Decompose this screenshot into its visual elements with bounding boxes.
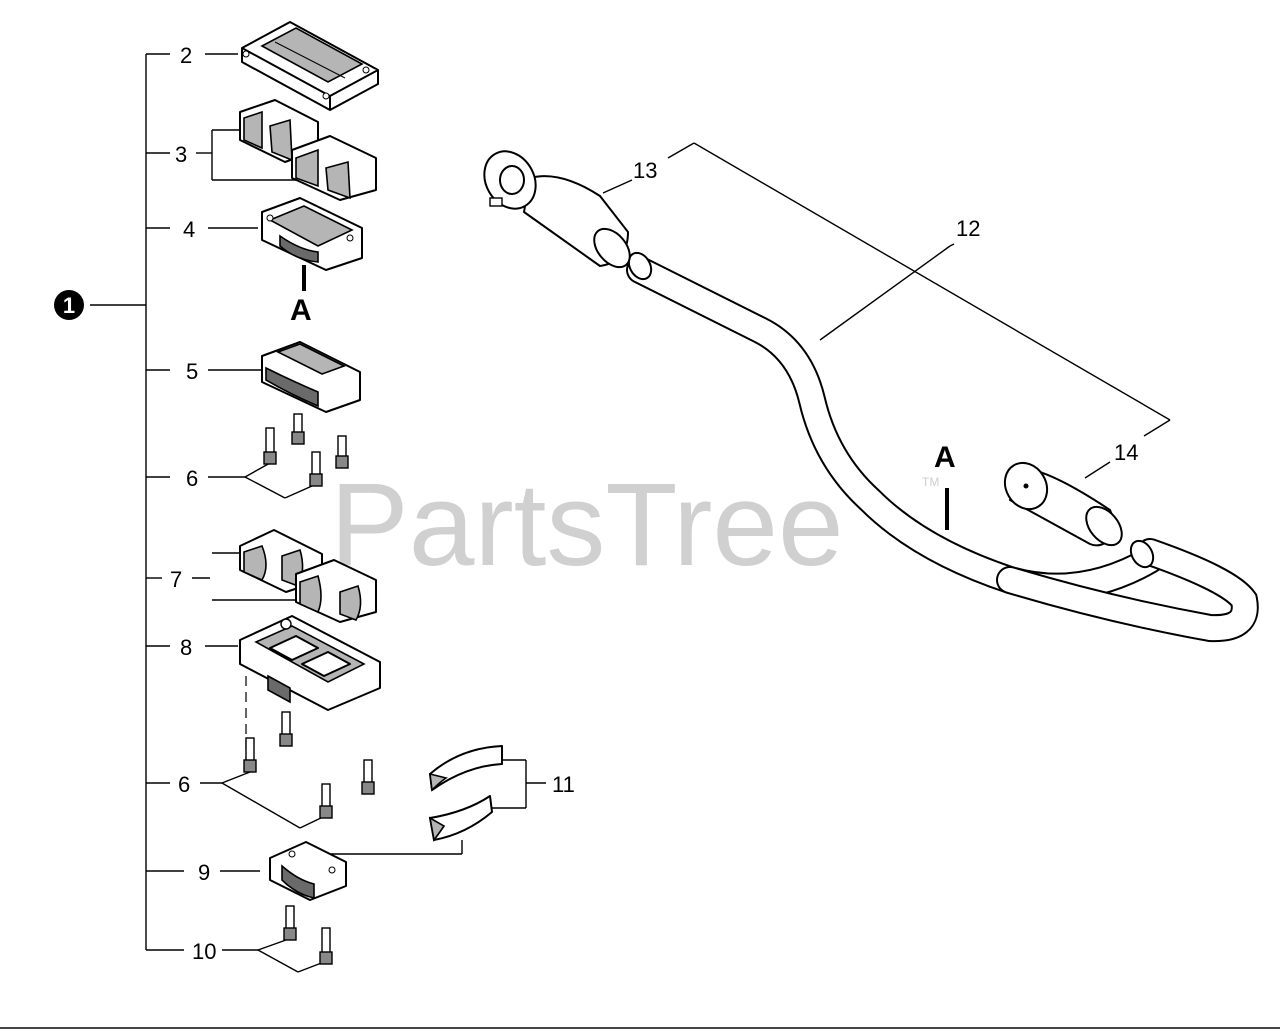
- part-5-clamp: [261, 341, 361, 413]
- part-7-dampers: [239, 529, 377, 623]
- reference-marker-left: A: [290, 265, 312, 327]
- reference-marker-right-label: A: [934, 441, 956, 474]
- callout-5: 5: [186, 359, 198, 384]
- assembly-callout: 1: [54, 290, 84, 320]
- callout-6-lower: 6: [178, 772, 190, 797]
- part-9-clamp: [269, 841, 347, 901]
- callout-4: 4: [183, 217, 195, 242]
- part-3-dampers: [239, 99, 377, 201]
- callout-12: 12: [956, 216, 980, 241]
- callout-9: 9: [198, 860, 210, 885]
- callout-2: 2: [180, 43, 192, 68]
- callout-6-upper: 6: [186, 466, 198, 491]
- screws-10: [283, 905, 333, 965]
- screws-6-upper: [263, 413, 349, 487]
- part-4-clamp: [261, 197, 363, 271]
- part-12-handlebar: [626, 251, 1259, 643]
- watermark: PartsTree: [330, 459, 844, 591]
- callout-8: 8: [180, 635, 192, 660]
- part-2-cover: [241, 21, 379, 111]
- trademark-mark: TM: [922, 475, 939, 489]
- callout-11: 11: [552, 772, 575, 797]
- assembly-bracket: [90, 53, 184, 951]
- screws-6-lower: [243, 711, 375, 819]
- callout-13: 13: [633, 158, 657, 183]
- reference-marker-left-label: A: [290, 294, 312, 327]
- part-13-grip: [483, 150, 631, 269]
- callout-14: 14: [1114, 440, 1138, 465]
- reference-marker-right: A: [934, 441, 956, 530]
- callout-7: 7: [170, 567, 182, 592]
- assembly-callout-label: 1: [63, 293, 75, 318]
- part-14-grip: [1003, 461, 1123, 547]
- part-11-shims: [428, 745, 503, 842]
- part-8-base: [239, 615, 381, 711]
- callout-3: 3: [175, 142, 187, 167]
- callout-10: 10: [192, 939, 216, 964]
